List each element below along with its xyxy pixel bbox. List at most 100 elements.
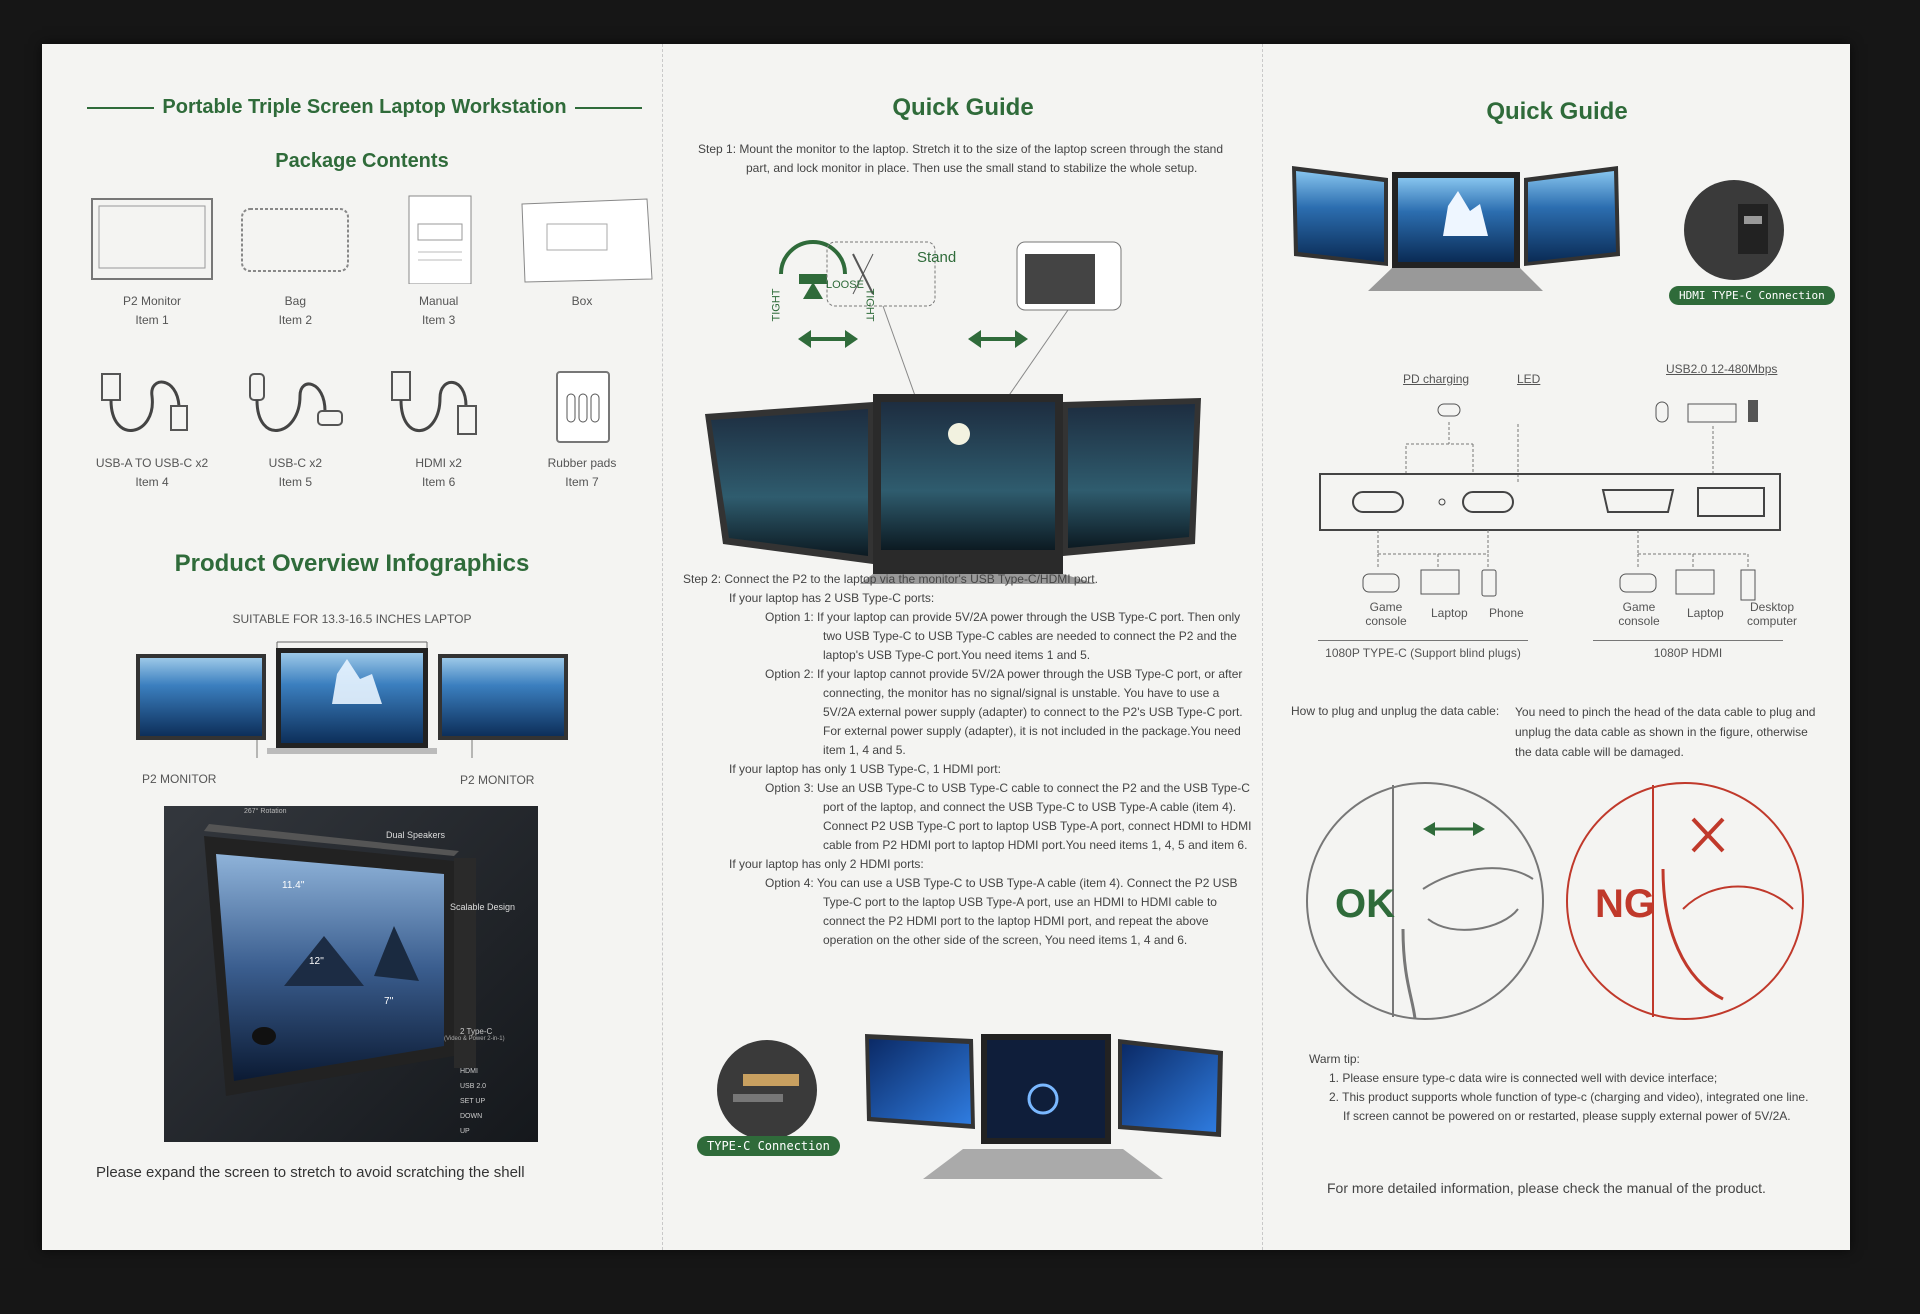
speakers-label: Dual Speakers: [386, 830, 446, 840]
package-item-usb-c-cable: USB-C x2 Item 5: [230, 366, 360, 492]
quick-guide-heading: Quick Guide: [892, 94, 1034, 121]
step2-text: Step 2: Connect the P2 to the laptop via…: [683, 572, 1098, 586]
package-item-name: HDMI x2: [415, 456, 462, 470]
right-device-label: Desktop computer: [1746, 600, 1798, 628]
tight-label-right: TIGHT: [863, 288, 876, 322]
case-b-text: If your laptop has only 1 USB Type-C, 1 …: [729, 762, 1001, 776]
port-label: SET UP: [460, 1098, 486, 1105]
case-c-text: If your laptop has only 2 HDMI ports:: [729, 857, 924, 871]
led-label: LED: [1517, 372, 1541, 386]
size-label-1: 11.4'': [282, 880, 305, 891]
left-device-label: Game console: [1365, 600, 1407, 628]
tight-label-left: TIGHT: [770, 288, 783, 322]
warm-tip-block: Warm tip: 1. Please ensure type-c data w…: [1309, 1050, 1809, 1126]
port-label: UP: [460, 1128, 470, 1135]
step2-block: Step 2: Connect the P2 to the laptop via…: [683, 570, 1253, 950]
left-device-label: Phone: [1489, 606, 1524, 620]
product-photo: 267° Rotation Dual Speakers 11.4'' 12'' …: [164, 806, 538, 1142]
laptop-icon: [1675, 569, 1715, 595]
package-item-hdmi-cable: HDMI x2 Item 6: [374, 366, 504, 492]
package-item-number: Item 4: [135, 475, 169, 489]
typec-label: 2 Type-C: [460, 1027, 493, 1036]
tip-2: 2. This product supports whole function …: [1329, 1090, 1809, 1123]
package-heading: Package Contents: [275, 150, 449, 172]
size-label-3: 7'': [384, 996, 394, 1007]
package-item-number: Item 2: [278, 313, 312, 327]
package-item-name: Box: [571, 294, 593, 308]
ng-illustration: [1566, 782, 1804, 1020]
tip-1: 1. Please ensure type-c data wire is con…: [1329, 1071, 1718, 1085]
title-rule-left: [87, 106, 155, 109]
overview-heading: Product Overview Infographics: [174, 550, 530, 577]
manual-sheet: Portable Triple Screen Laptop Workstatio…: [42, 44, 1850, 1250]
triple-screen-iceberg: [1292, 166, 1620, 291]
stand-label: Stand: [917, 249, 957, 266]
option3-text: Option 3: Use an USB Type-C to USB Type-…: [765, 781, 1252, 852]
package-item-name: P2 Monitor: [122, 294, 182, 308]
option1-text: Option 1: If your laptop can provide 5V/…: [765, 610, 1241, 662]
option2-text: Option 2: If your laptop cannot provide …: [765, 667, 1243, 757]
panel-package-overview: Portable Triple Screen Laptop Workstatio…: [42, 44, 662, 1250]
package-item-bag: Bag Item 2: [230, 194, 360, 330]
package-item-name: Rubber pads: [547, 456, 617, 470]
usb-a-cable-icon: [101, 373, 188, 432]
rotation-label: 267° Rotation: [244, 808, 287, 815]
port-label: HDMI: [460, 1068, 478, 1075]
triple-screen-illustration: [136, 641, 568, 758]
usb-c-cable-icon: [249, 373, 344, 432]
port-diagram: [1319, 400, 1781, 601]
ng-label: NG: [1595, 882, 1655, 926]
package-item-rubber-pads: Rubber pads Item 7: [517, 366, 647, 492]
package-item-number: Item 1: [135, 313, 169, 327]
keyboard-icon: [1687, 403, 1737, 423]
panel-quick-guide-2: Quick Guide HDMI TYPE-C Connection PD ch…: [1262, 44, 1850, 1250]
package-item-name: USB-C x2: [268, 456, 322, 470]
page-title: Portable Triple Screen Laptop Workstatio…: [162, 96, 567, 118]
package-item-number: Item 3: [421, 313, 456, 327]
game-console-icon: [1362, 573, 1400, 593]
pd-charging-label: PD charging: [1403, 372, 1470, 386]
scalable-label: Scalable Design: [450, 902, 516, 912]
laptop-dual-screen-photo: [865, 1034, 1223, 1179]
phone-icon: [1481, 569, 1497, 597]
hdmi-typec-badge: HDMI TYPE-C Connection: [1669, 286, 1835, 305]
package-row-2: USB-A TO USB-C x2 Item 4 USB-C x2 Item 5…: [87, 366, 647, 492]
mouse-icon: [1655, 401, 1669, 423]
package-item-manual: Manual Item 3: [374, 194, 504, 330]
left-monitor-label: P2 MONITOR: [142, 772, 217, 786]
manual-icon: [408, 195, 472, 284]
size-label-2: 12'': [309, 956, 324, 967]
right-device-label: Laptop: [1687, 606, 1724, 620]
hdmi-caption: 1080P HDMI: [1593, 640, 1783, 660]
package-item-number: Item 5: [278, 475, 312, 489]
ok-label: OK: [1335, 882, 1395, 926]
package-item-number: Item 7: [565, 475, 599, 489]
suitable-text: SUITABLE FOR 13.3-16.5 INCHES LAPTOP: [232, 612, 472, 626]
setup-illustration: [705, 240, 1201, 584]
loose-label: LOOSE: [826, 279, 864, 291]
title-rule-right: [574, 106, 642, 109]
game-console-icon: [1619, 573, 1657, 593]
package-item-box: Box: [517, 194, 653, 330]
package-item-monitor: P2 Monitor Item 1: [87, 194, 217, 330]
bag-icon: [241, 208, 350, 272]
panel1-footer: Please expand the screen to stretch to a…: [96, 1164, 525, 1181]
typec-closeup: [717, 1040, 817, 1140]
step1-text: Step 1: Mount the monitor to the laptop.…: [698, 142, 1223, 175]
port-labels: HDMI USB 2.0 SET UP DOWN UP: [460, 1064, 486, 1139]
ok-illustration: [1306, 782, 1544, 1020]
left-device-label: Laptop: [1431, 606, 1468, 620]
typec-connection-badge: TYPE-C Connection: [697, 1136, 840, 1156]
package-item-name: Manual: [418, 294, 459, 308]
typec-caption: 1080P TYPE-C (Support blind plugs): [1318, 640, 1528, 660]
usb-stick-icon: [1748, 400, 1758, 422]
hdmi-cable-icon: [390, 371, 477, 435]
hdmi-port-closeup: [1684, 180, 1784, 280]
desktop-icon: [1740, 569, 1756, 601]
product-photo-illustration: [204, 824, 476, 1096]
package-item-name: USB-A TO USB-C x2: [95, 456, 209, 470]
box-icon: [521, 198, 653, 283]
plug-heading: How to plug and unplug the data cable:: [1291, 704, 1500, 718]
rubber-pads-icon: [555, 371, 610, 443]
option4-text: Option 4: You can use a USB Type-C to US…: [765, 876, 1238, 947]
